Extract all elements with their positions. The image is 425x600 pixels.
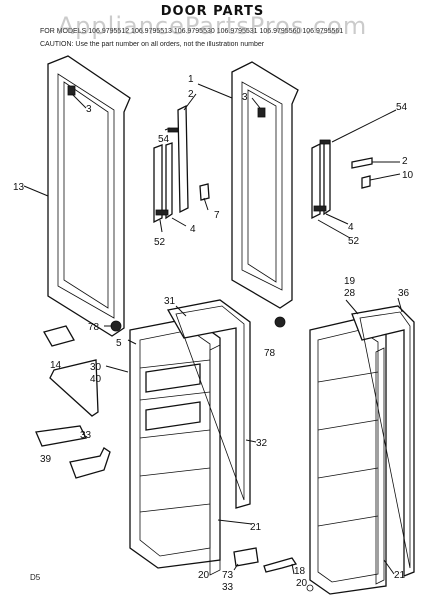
callout-7: 7 bbox=[214, 210, 220, 221]
right-handle-assembly bbox=[311, 139, 373, 220]
callout-1: 1 bbox=[188, 74, 194, 85]
callout-18: 18 bbox=[294, 566, 306, 577]
page-title: DOOR PARTS bbox=[160, 4, 265, 19]
callout-73: 73 bbox=[222, 570, 234, 581]
left-door-gasket bbox=[166, 299, 251, 576]
callout-54: 54 bbox=[158, 134, 170, 145]
watermark: AppliancePartsPros.com bbox=[57, 12, 368, 40]
callout-20: 20 bbox=[296, 578, 308, 589]
left-handle-assembly bbox=[153, 104, 210, 224]
callout-14: 14 bbox=[50, 360, 62, 371]
callout-2: 2 bbox=[402, 156, 408, 167]
callout-78: 78 bbox=[264, 348, 276, 359]
callout-20: 20 bbox=[198, 570, 210, 581]
footer-code: D5 bbox=[30, 573, 41, 582]
callout-21: 21 bbox=[250, 522, 262, 533]
callout-21: 21 bbox=[394, 570, 406, 581]
callout-3: 3 bbox=[86, 104, 92, 115]
callout-78: 78 bbox=[88, 322, 100, 333]
callout-52: 52 bbox=[348, 236, 360, 247]
caution-note: CAUTION: Use the part number on all orde… bbox=[40, 41, 265, 48]
callout-33: 33 bbox=[222, 582, 234, 593]
callout-10: 10 bbox=[402, 170, 414, 181]
callout-32: 32 bbox=[256, 438, 268, 449]
callout-54: 54 bbox=[396, 102, 408, 113]
callout-13: 13 bbox=[13, 182, 25, 193]
callout-39: 39 bbox=[40, 454, 52, 465]
left-small-parts bbox=[35, 320, 122, 479]
callout-28: 28 bbox=[344, 288, 356, 299]
callout-52: 52 bbox=[154, 237, 166, 248]
callout-4: 4 bbox=[190, 224, 196, 235]
hinge-bushing-icon bbox=[67, 85, 76, 96]
callout-33: 33 bbox=[80, 430, 92, 441]
right-outer-door bbox=[231, 61, 299, 309]
right-door-liner bbox=[309, 317, 387, 595]
callout-36: 36 bbox=[398, 288, 410, 299]
callout-3: 3 bbox=[242, 92, 248, 103]
hinge-bushing-icon bbox=[257, 107, 266, 118]
bottom-small-parts bbox=[233, 547, 314, 592]
callout-2: 2 bbox=[188, 89, 194, 100]
callout-4: 4 bbox=[348, 222, 354, 233]
callout-19: 19 bbox=[344, 276, 356, 287]
callout-5: 5 bbox=[116, 338, 122, 349]
callout-labels: 1 2 3 54 13 7 4 52 3 54 2 10 4 52 31 78 … bbox=[13, 74, 414, 593]
callout-30: 30 bbox=[90, 362, 102, 373]
left-outer-door bbox=[47, 55, 131, 337]
leader-lines bbox=[23, 83, 403, 575]
callout-40: 40 bbox=[90, 374, 102, 385]
left-door-liner bbox=[129, 317, 221, 569]
callout-31: 31 bbox=[164, 296, 176, 307]
models-line: FOR MODELS 106.9795512 106.9795513 106.9… bbox=[40, 28, 344, 35]
